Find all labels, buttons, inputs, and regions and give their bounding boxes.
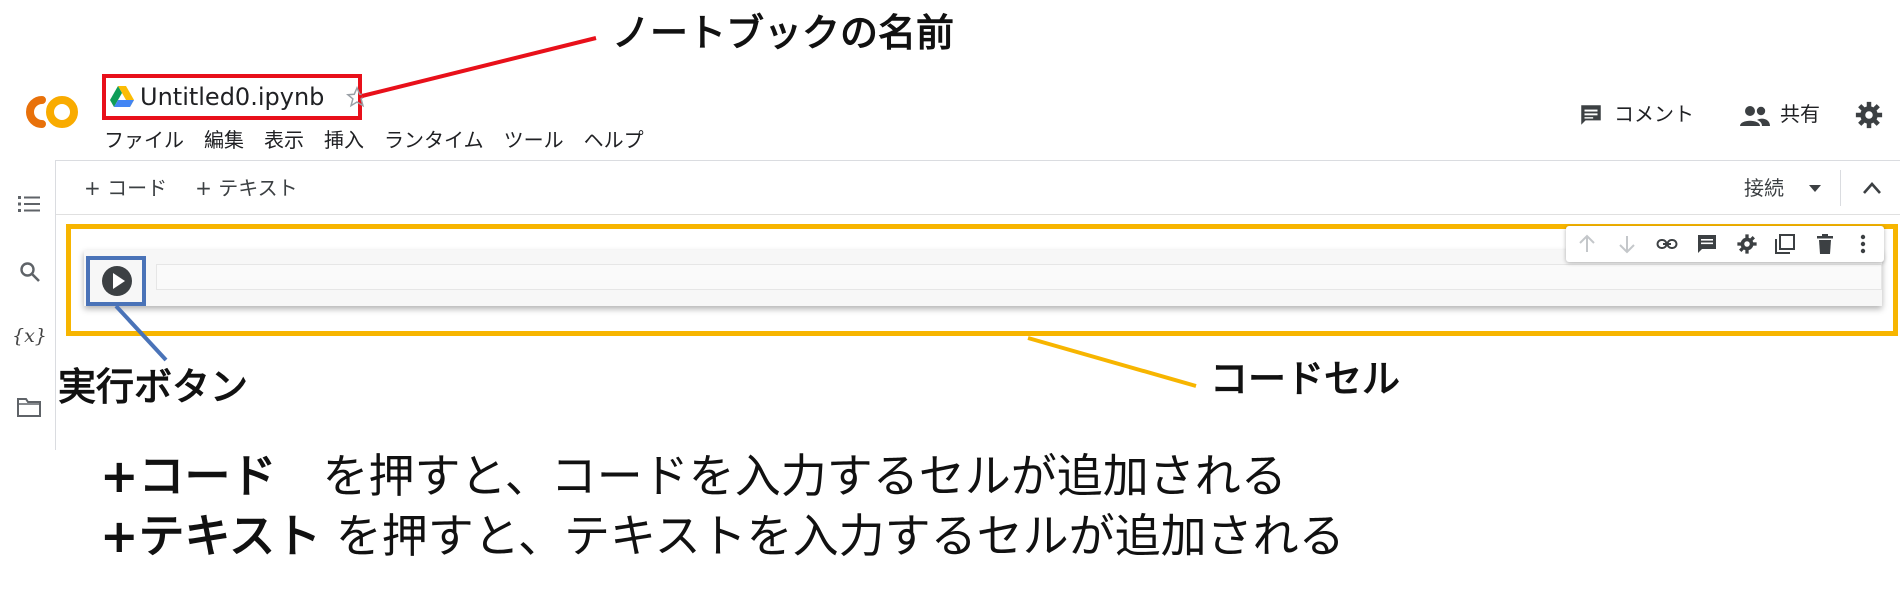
description-text-term: +テキスト	[100, 509, 322, 563]
notebook-title[interactable]: Untitled0.ipynb	[140, 83, 325, 111]
colab-logo	[26, 96, 78, 128]
mirror-cell-icon[interactable]	[1774, 233, 1796, 255]
annotation-code-cell: コードセル	[1210, 357, 1401, 401]
toolbar-separator	[1840, 170, 1841, 206]
code-cell-highlight	[66, 224, 1898, 336]
notebook-toolbar: + コード + テキスト	[84, 172, 298, 204]
connect-button[interactable]: 接続	[1744, 176, 1784, 200]
people-icon[interactable]	[1740, 104, 1770, 128]
menu-runtime[interactable]: ランタイム	[384, 128, 484, 152]
menu-view[interactable]: 表示	[264, 128, 304, 152]
description-line-2: +テキスト を押すと、テキストを入力するセルが追加される	[100, 508, 1345, 564]
annotation-run-button: 実行ボタン	[58, 365, 249, 409]
run-button-highlight	[86, 256, 146, 306]
toc-icon[interactable]	[16, 192, 42, 216]
header-divider	[56, 160, 1900, 161]
description-text-text: を押すと、テキストを入力するセルが追加される	[321, 509, 1345, 563]
folder-icon[interactable]	[16, 396, 42, 418]
drive-icon	[110, 86, 134, 107]
menu-file[interactable]: ファイル	[104, 128, 184, 152]
code-cell-input[interactable]	[156, 264, 1882, 290]
comment-icon[interactable]	[1696, 233, 1718, 255]
description-line-1: +コード を押すと、コードを入力するセルが追加される	[100, 448, 1287, 504]
comment-button[interactable]: コメント	[1614, 102, 1694, 126]
gear-icon[interactable]	[1736, 233, 1758, 255]
arrow-down-icon[interactable]	[1616, 233, 1638, 255]
code-cell-pointer	[1027, 336, 1197, 388]
menu-insert[interactable]: 挿入	[324, 128, 364, 152]
add-code-button[interactable]: + コード	[84, 176, 168, 200]
toolbar-divider	[56, 214, 1900, 215]
description-code-text: を押すと、コードを入力するセルが追加される	[276, 449, 1287, 503]
menu-edit[interactable]: 編集	[204, 128, 244, 152]
share-button[interactable]: 共有	[1780, 102, 1820, 126]
sidebar-divider	[55, 160, 56, 450]
cell-toolbar	[1566, 226, 1884, 262]
chevron-down-icon[interactable]	[1808, 184, 1822, 194]
star-icon[interactable]	[346, 86, 368, 108]
notebook-title-highlight	[102, 74, 362, 120]
menu-help[interactable]: ヘルプ	[583, 128, 644, 152]
link-icon[interactable]	[1656, 233, 1678, 255]
variables-icon[interactable]: {x}	[12, 325, 47, 347]
trash-icon[interactable]	[1814, 233, 1836, 255]
menu-tools[interactable]: ツール	[503, 128, 564, 152]
more-vert-icon[interactable]	[1852, 233, 1874, 255]
arrow-up-icon[interactable]	[1576, 233, 1598, 255]
play-icon	[113, 273, 125, 289]
comment-icon[interactable]	[1578, 102, 1604, 128]
notebook-name-pointer	[361, 36, 597, 98]
menu-bar: ファイル 編集 表示 挿入 ランタイム ツール ヘルプ	[104, 126, 644, 154]
gear-icon[interactable]	[1854, 100, 1884, 130]
add-text-button[interactable]: + テキスト	[195, 176, 298, 200]
search-icon[interactable]	[18, 260, 42, 284]
annotation-notebook-name: ノートブックの名前	[612, 11, 955, 55]
description-code-term: +コード	[100, 449, 277, 503]
chevron-up-icon[interactable]	[1860, 178, 1884, 198]
